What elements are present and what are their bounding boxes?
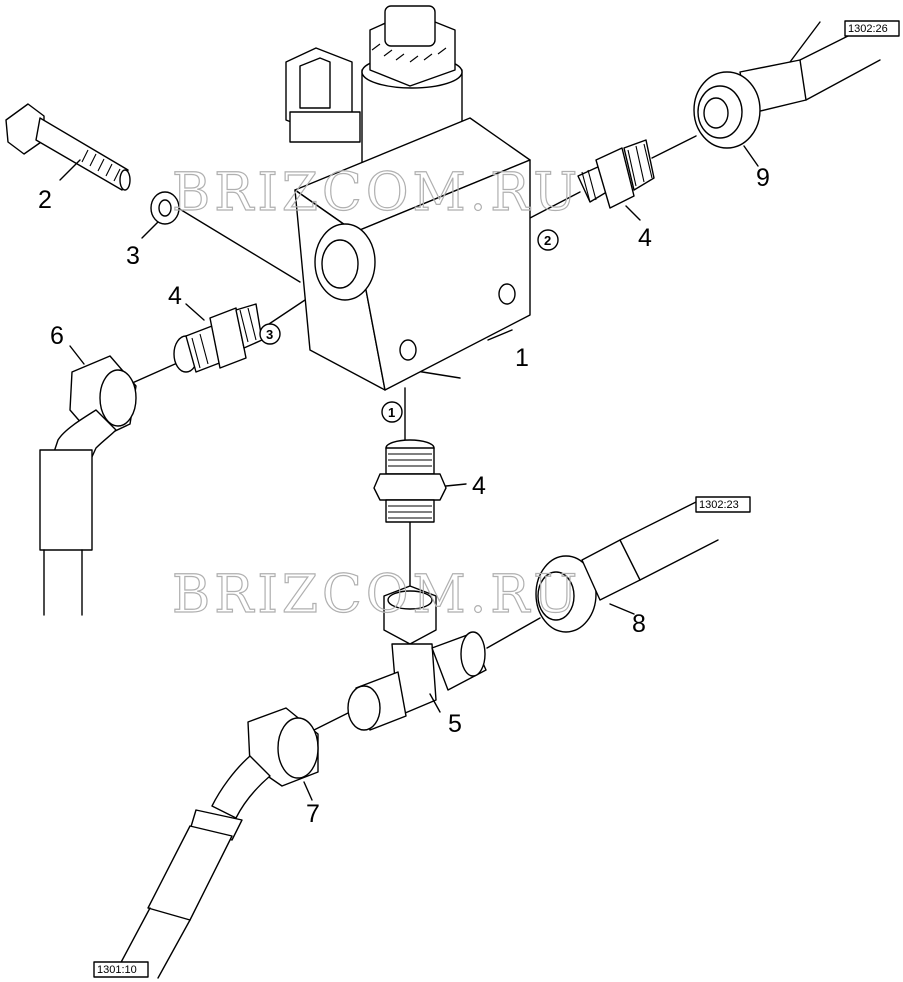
- ref-label-bottom-left: 1301:10: [97, 964, 137, 976]
- ref-box-top-right: 1302:26: [844, 20, 900, 37]
- hose-bottom: [117, 707, 319, 979]
- fitting-bottom: [373, 439, 447, 523]
- callout-4-right: 4: [638, 224, 652, 252]
- hose-upper-right: [693, 21, 881, 149]
- tee-fitting: [347, 585, 487, 731]
- callout-9: 9: [756, 164, 770, 192]
- watermark-upper: BRIZCOM.RU: [172, 163, 581, 223]
- callout-3: 3: [126, 242, 140, 270]
- watermark-lower: BRIZCOM.RU: [172, 565, 581, 625]
- fitting-right: [577, 139, 655, 209]
- callout-5: 5: [448, 710, 462, 738]
- callout-7: 7: [306, 800, 320, 828]
- hose-right-lower: [535, 499, 719, 633]
- ref-box-middle-right: 1302:23: [695, 496, 751, 513]
- callout-4-left: 4: [168, 282, 182, 310]
- ref-box-bottom-left: 1301:10: [93, 961, 149, 978]
- valve-block: [285, 5, 531, 391]
- washer: [150, 191, 180, 225]
- fitting-left: [173, 303, 263, 373]
- hose-left: [39, 355, 137, 616]
- callout-1: 1: [515, 344, 529, 372]
- callout-8: 8: [632, 610, 646, 638]
- port-label-3: 3: [266, 327, 273, 342]
- callout-2: 2: [38, 186, 52, 214]
- callout-4-bottom: 4: [472, 472, 486, 500]
- port-marker-3: 3: [259, 323, 281, 345]
- ref-label-top-right: 1302:26: [848, 23, 888, 35]
- port-label-1: 1: [388, 405, 395, 420]
- ref-label-middle-right: 1302:23: [699, 499, 739, 511]
- port-label-2: 2: [544, 233, 551, 248]
- bolt: [5, 103, 131, 191]
- port-marker-2: 2: [537, 229, 559, 251]
- port-marker-1: 1: [381, 401, 403, 423]
- callout-6: 6: [50, 322, 64, 350]
- callout-leaders: [59, 145, 759, 801]
